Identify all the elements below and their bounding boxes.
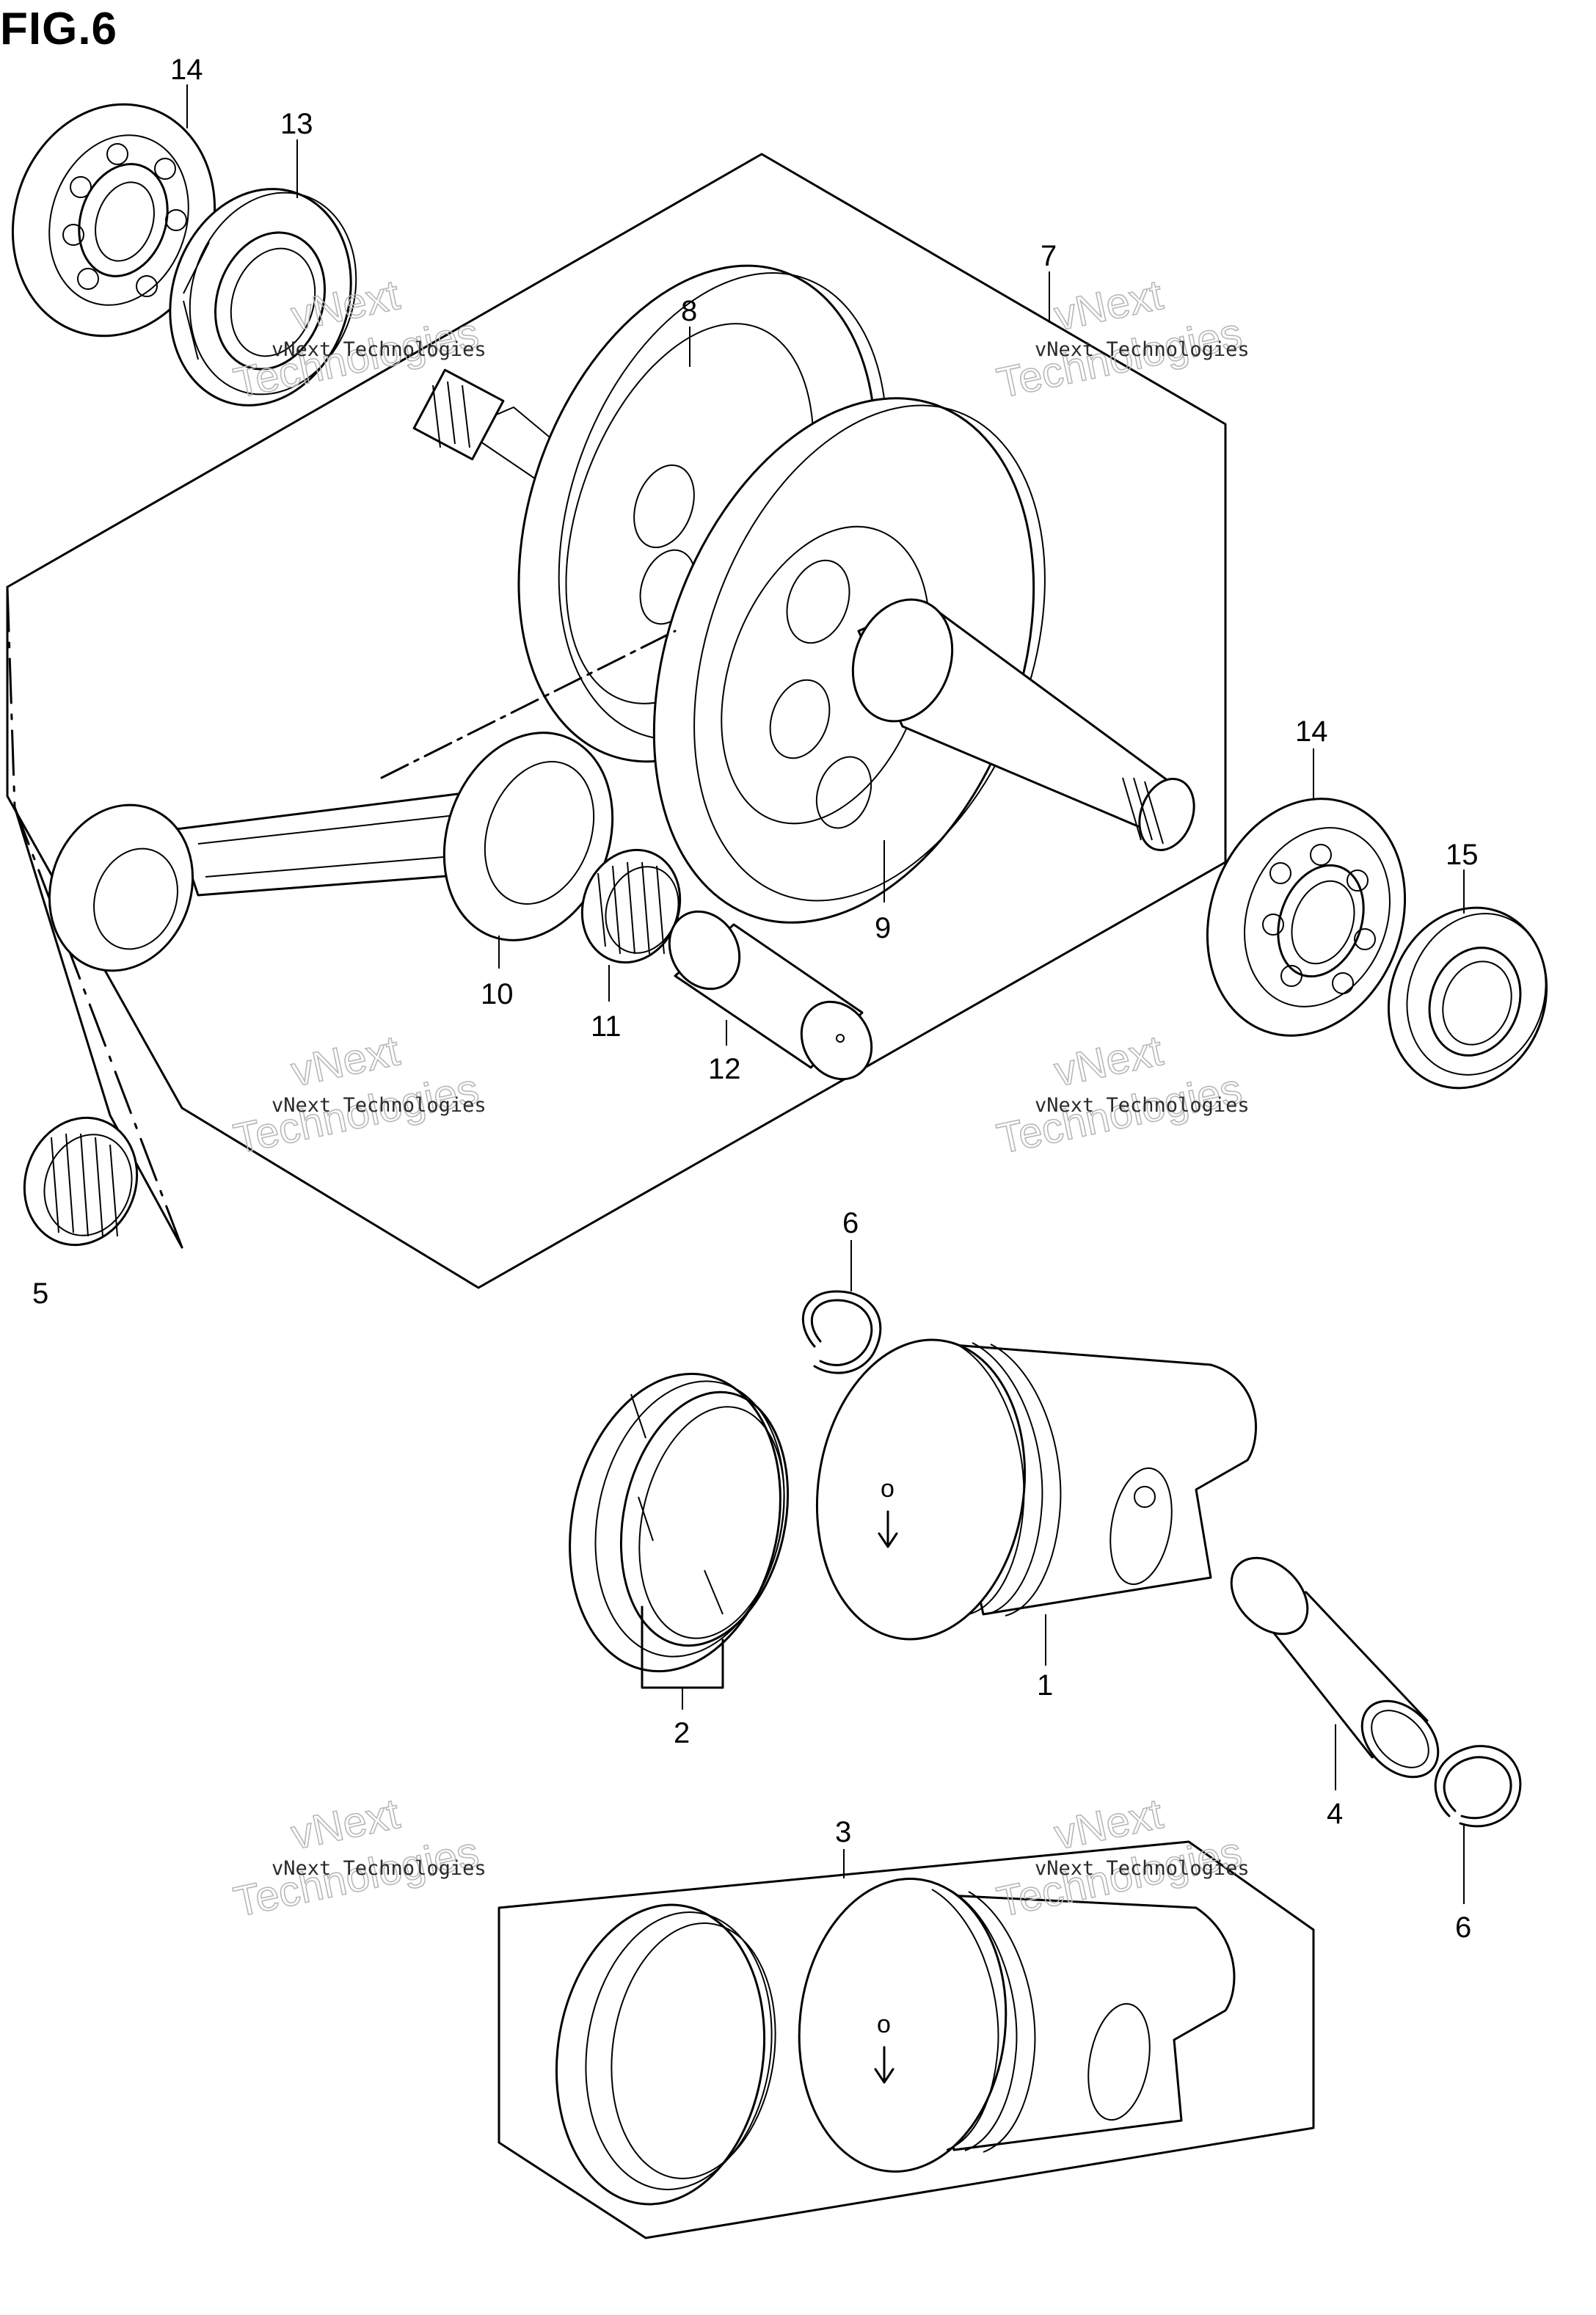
callout-3: 3 [835, 1816, 851, 1848]
crank-wheel-9 [380, 397, 1195, 924]
callout-14-right: 14 [1295, 715, 1328, 748]
svg-text:vNext Technologies: vNext Technologies [1035, 338, 1250, 361]
callout-7: 7 [1041, 240, 1057, 272]
callout-4: 4 [1327, 1798, 1343, 1830]
callout-10: 10 [481, 978, 514, 1010]
callout-13: 13 [280, 108, 313, 140]
callouts: 14 13 7 8 9 10 11 12 14 15 5 6 1 2 4 6 3 [32, 54, 1479, 1944]
svg-text:o: o [881, 1475, 894, 1503]
leader-lines [186, 84, 1465, 1904]
callout-12: 12 [708, 1053, 741, 1085]
oil-seal-15 [1387, 906, 1548, 1090]
crankshaft-assembly-box [6, 153, 1227, 1289]
svg-text:vNext Technologies: vNext Technologies [1035, 1094, 1250, 1117]
piston-ring-set-2 [569, 1372, 790, 1689]
callout-11: 11 [591, 1010, 622, 1043]
callout-6-upper: 6 [842, 1207, 859, 1239]
needle-bearing-5 [23, 1116, 139, 1247]
watermark-2: vNext Technologies vNext Technologies [992, 270, 1250, 408]
callout-15: 15 [1446, 839, 1479, 871]
callout-2: 2 [674, 1717, 690, 1749]
watermark-4: vNext Technologies vNext Technologies [992, 1026, 1250, 1164]
callout-1: 1 [1037, 1669, 1053, 1702]
callout-8: 8 [681, 295, 697, 327]
callout-5: 5 [32, 1277, 48, 1310]
svg-text:vNext Technologies: vNext Technologies [1035, 1857, 1250, 1880]
svg-text:vNext Technologies: vNext Technologies [272, 338, 487, 361]
svg-text:vNext Technologies: vNext Technologies [272, 1857, 487, 1880]
bearing-14-right [1206, 798, 1407, 1037]
crank-pin-12 [668, 910, 873, 1081]
svg-text:vNext Technologies: vNext Technologies [272, 1094, 487, 1117]
piston-1: o [815, 1338, 1257, 1641]
callout-6-lower: 6 [1455, 1911, 1471, 1944]
figure-title: FIG.6 [0, 4, 118, 54]
piston-pin-4 [1230, 1556, 1440, 1779]
svg-text:o: o [877, 2010, 891, 2038]
circlip-6-lower [1434, 1745, 1522, 1828]
callout-14-top: 14 [170, 54, 203, 86]
connecting-rod-10 [48, 732, 614, 972]
oil-seal-13 [169, 188, 357, 407]
watermark-3: vNext Technologies vNext Technologies [229, 1026, 487, 1164]
watermark-5: vNext Technologies vNext Technologies [229, 1789, 487, 1927]
piston-set-box-3: o [498, 1840, 1315, 2239]
circlip-6-upper [801, 1290, 882, 1374]
callout-9: 9 [875, 912, 891, 944]
